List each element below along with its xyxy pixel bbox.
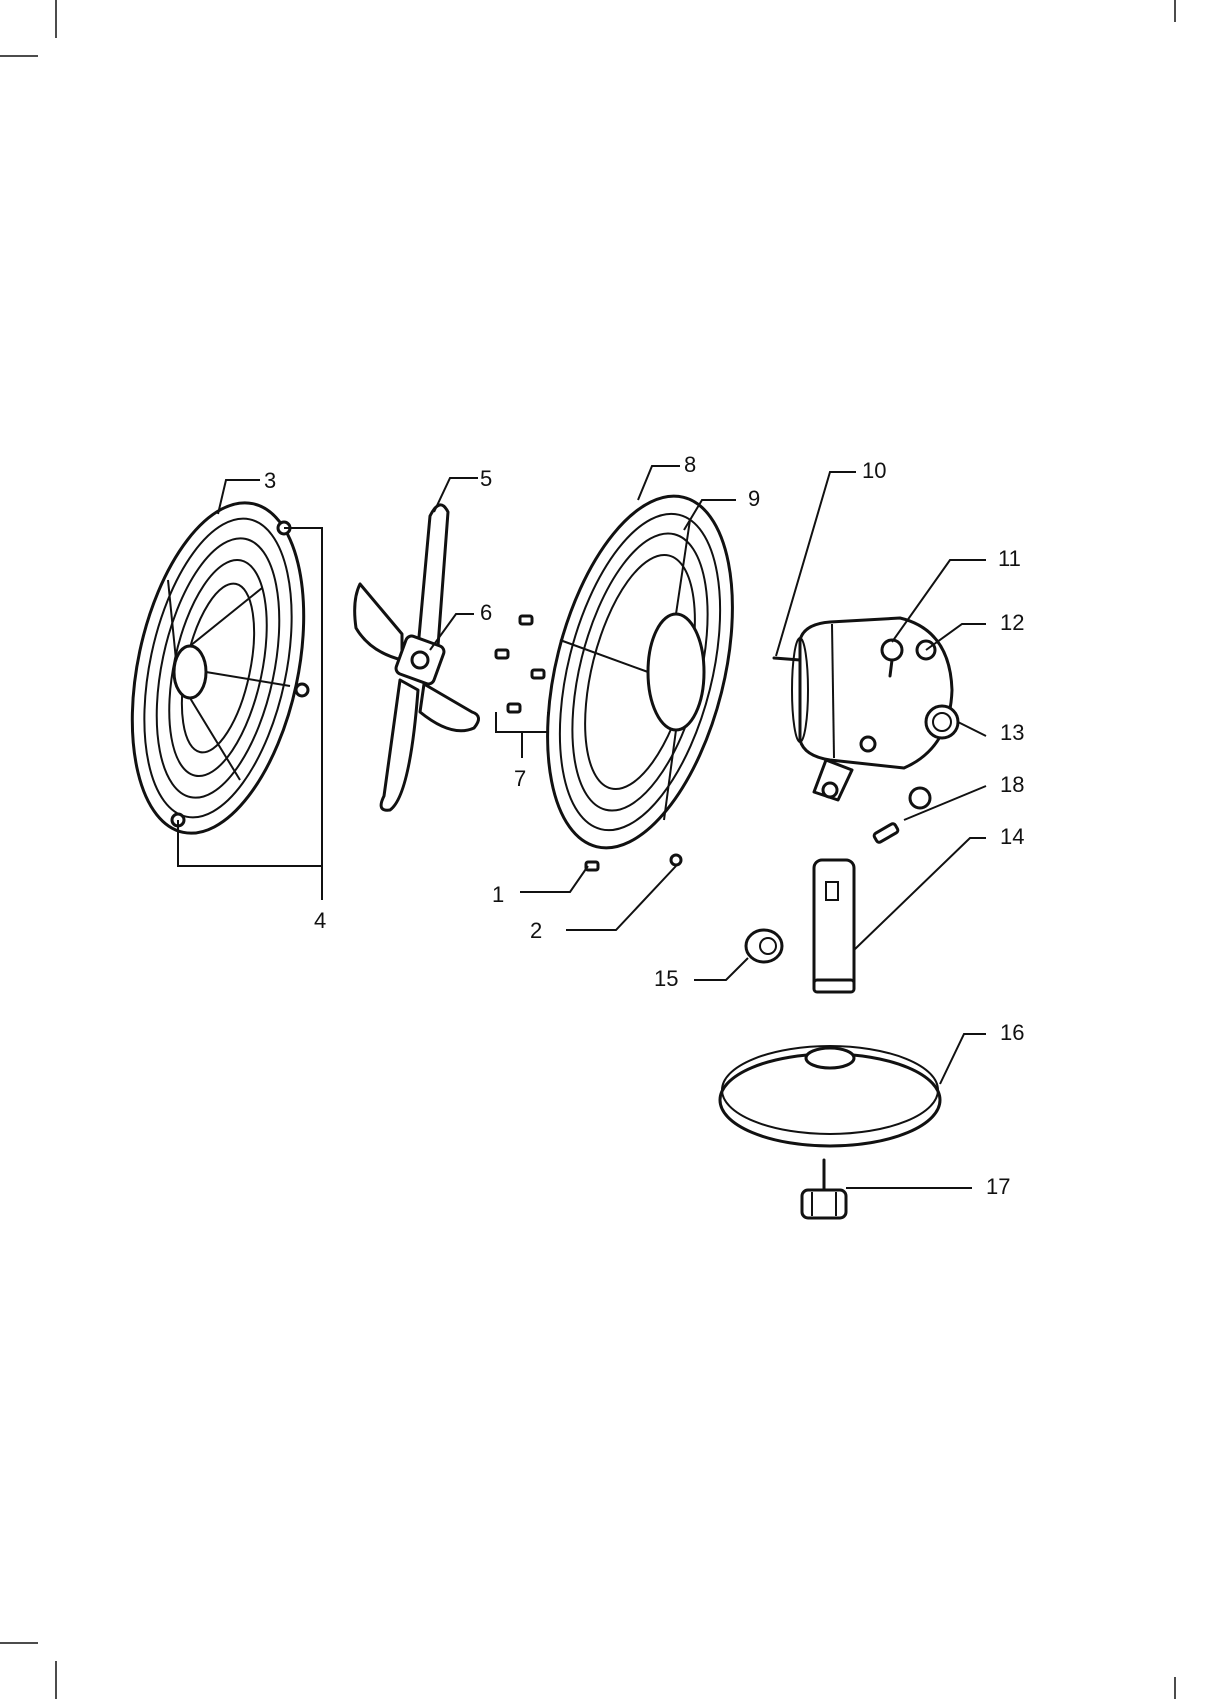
callout-11: 11 bbox=[998, 546, 1021, 571]
callout-13: 13 bbox=[1000, 720, 1024, 745]
tilt-knob bbox=[873, 788, 930, 843]
callout-3: 3 bbox=[264, 468, 276, 493]
callout-14: 14 bbox=[1000, 824, 1024, 849]
callout-7: 7 bbox=[514, 766, 526, 791]
callout-10: 10 bbox=[862, 458, 886, 483]
callout-2: 2 bbox=[530, 918, 542, 943]
callout-1: 1 bbox=[492, 882, 504, 907]
callout-17: 17 bbox=[986, 1174, 1010, 1199]
stand-pole bbox=[814, 860, 854, 992]
callout-5: 5 bbox=[480, 466, 492, 491]
base-nut bbox=[802, 1160, 846, 1218]
callout-15: 15 bbox=[654, 966, 678, 991]
callout-6: 6 bbox=[480, 600, 492, 625]
callout-12: 12 bbox=[1000, 610, 1024, 635]
motor-housing bbox=[774, 618, 958, 800]
rear-grille bbox=[515, 477, 765, 867]
fan-blade bbox=[355, 505, 479, 810]
screw-and-nut bbox=[586, 855, 681, 870]
callout-18: 18 bbox=[1000, 772, 1024, 797]
callout-4: 4 bbox=[314, 908, 326, 933]
crop-marks bbox=[0, 0, 1175, 1699]
stand-base bbox=[720, 1046, 940, 1146]
callout-8: 8 bbox=[684, 452, 696, 477]
side-knob bbox=[746, 930, 782, 962]
callout-9: 9 bbox=[748, 486, 760, 511]
blade-screws bbox=[496, 616, 544, 712]
front-grille bbox=[105, 487, 331, 849]
callout-16: 16 bbox=[1000, 1020, 1024, 1045]
